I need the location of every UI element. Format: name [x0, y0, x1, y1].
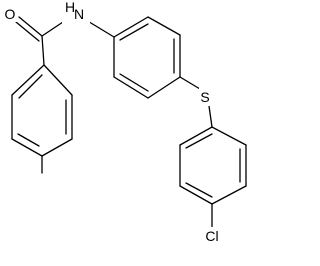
ring-inner-double-bond: [17, 133, 40, 147]
nitrogen-label-bg: [62, 0, 90, 26]
sulfur-label-bg: [199, 88, 212, 106]
sulfur-ring-bond: [208, 105, 213, 128]
nitrogen-phenyl-bonds: [85, 16, 201, 99]
ring-bond: [43, 64, 73, 96]
ring-bond: [147, 16, 181, 36]
ring-bond: [211, 126, 247, 146]
central-phenylene-ring: [113, 16, 181, 99]
ring-inner-double-bond: [119, 23, 149, 41]
ring-bond: [147, 76, 181, 99]
atom-labels: O H N S Cl: [4, 0, 223, 245]
ring-bond: [11, 64, 45, 96]
chlorophenyl-group: [179, 105, 247, 228]
oxygen-label: O: [5, 6, 16, 22]
carbonyl-c-ring-bond: [41, 35, 45, 66]
ring-bond: [179, 126, 213, 146]
ring-bond: [113, 16, 149, 38]
ring-inner-double-bond: [185, 133, 213, 149]
ring-inner-double-bond: [18, 74, 43, 99]
carbonyl-double-bond-outer: [18, 16, 43, 37]
ring-bond: [41, 138, 73, 157]
ring-sulfur-bond: [179, 76, 201, 90]
ring-bond: [113, 76, 149, 99]
benzamide-group: [11, 16, 73, 174]
amide-hydrogen-label: H: [65, 0, 75, 15]
chlorine-label: Cl: [205, 228, 218, 244]
carbonyl-double-bond-inner: [15, 21, 40, 42]
chemical-structure-diagram: O H N S Cl: [4, 0, 247, 245]
chlorine-label-bg: [201, 227, 223, 245]
oxygen-label-bg: [4, 5, 17, 22]
ring-bond: [211, 185, 247, 205]
ring-inner-double-bond: [119, 73, 149, 92]
ring-bond: [11, 138, 43, 157]
n-ring-bond: [85, 19, 115, 38]
sulfur-label: S: [200, 89, 209, 105]
toluene-ring: [11, 64, 73, 157]
ring-bond: [179, 185, 213, 205]
amide-nitrogen-label: N: [74, 6, 84, 22]
chlorophenyl-ring: [179, 126, 247, 205]
ring-inner-double-bond: [185, 182, 213, 198]
